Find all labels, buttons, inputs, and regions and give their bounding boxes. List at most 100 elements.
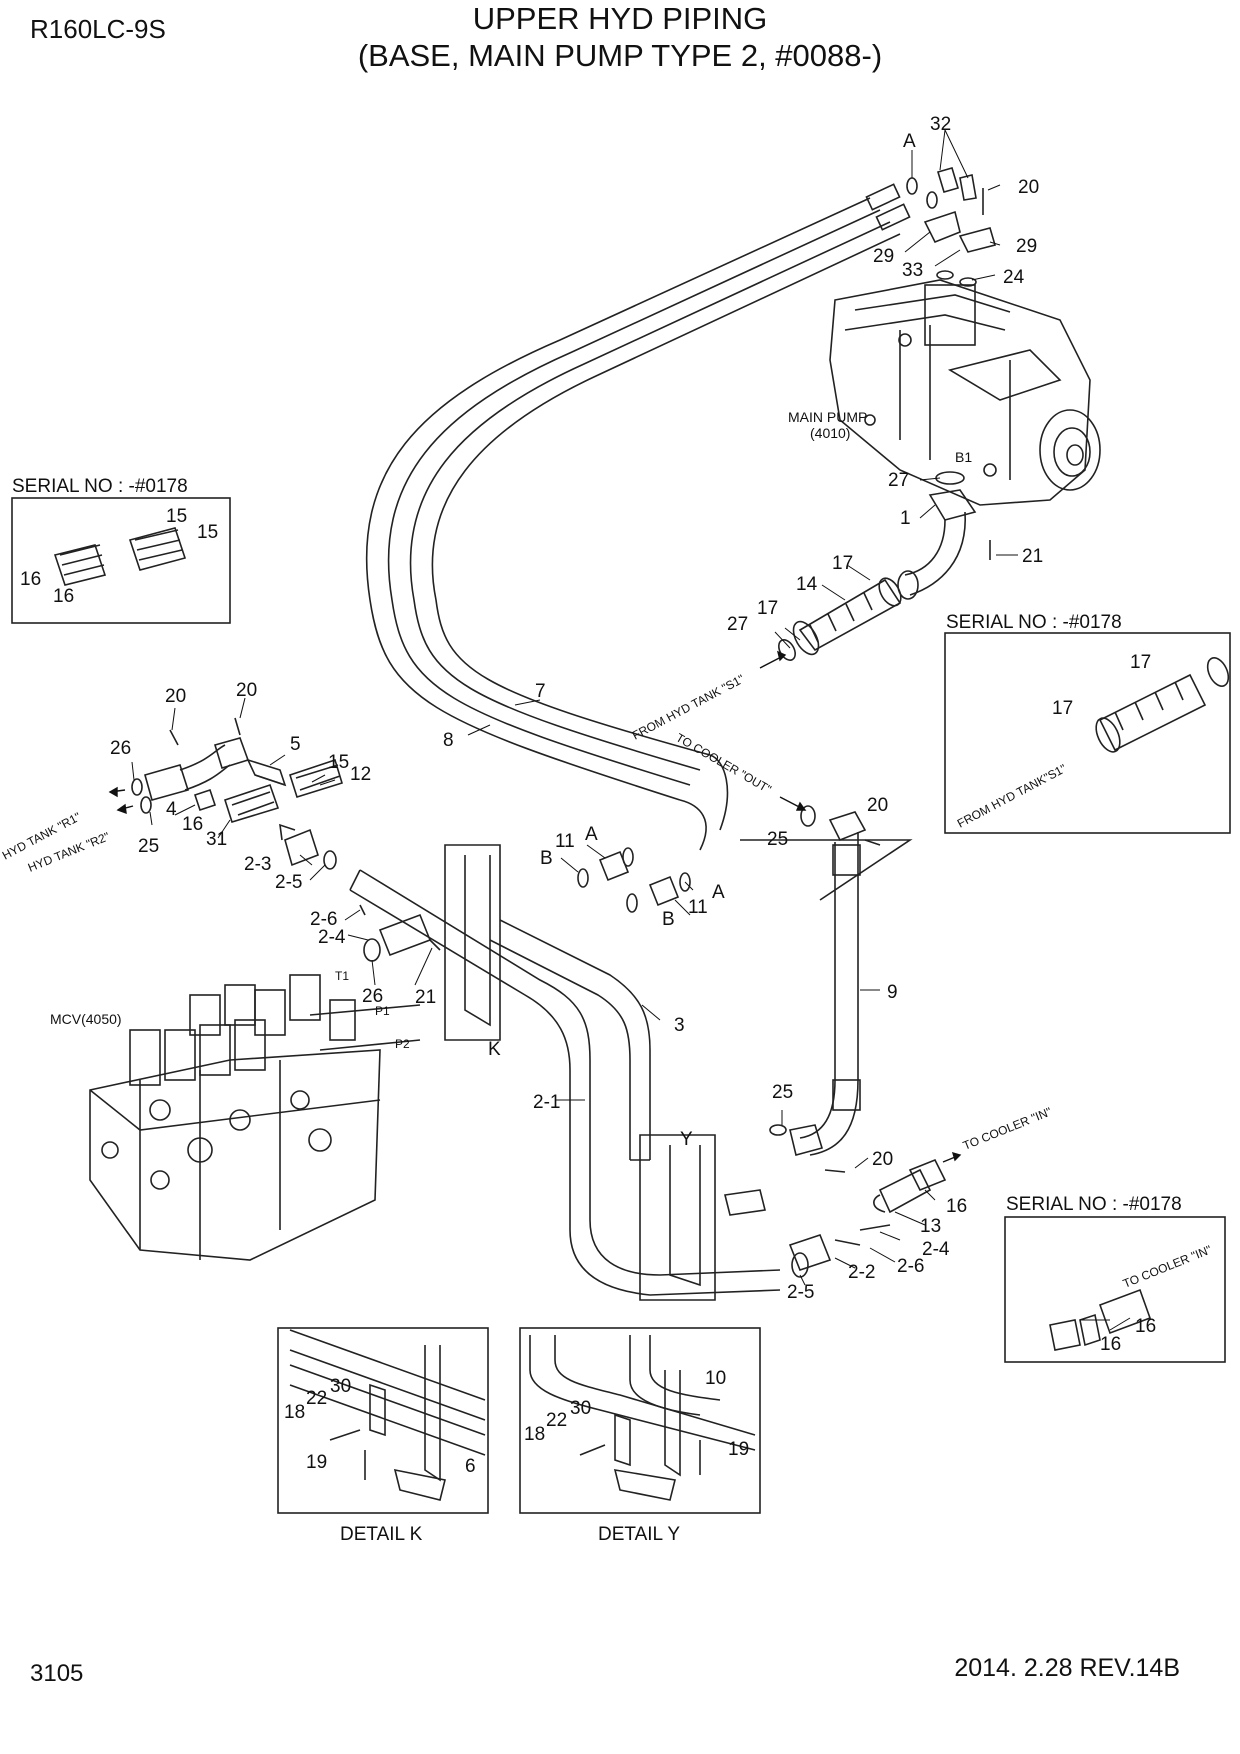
bolt-20 [824,1169,846,1173]
callout: 16 [946,1196,967,1217]
main-pump [829,279,1101,506]
bolt-2-6 [359,904,366,916]
callout: 15 [328,752,349,773]
port-t1: T1 [335,969,349,983]
o-ring-25 [800,805,816,827]
o-ring-26 [131,778,143,796]
callout: 21 [415,987,436,1008]
callout: 7 [535,681,546,702]
diagram-title: UPPER HYD PIPING (BASE, MAIN PUMP TYPE 2… [0,0,1240,74]
pipe-group-left [144,737,343,867]
detail-y-bolt [579,1444,606,1456]
mcv-valve [89,974,381,1261]
elbow-1 [909,511,966,596]
callout: 16 [182,814,203,835]
o-ring-27 [935,471,965,485]
callout: 20 [872,1149,893,1170]
elbow-1-end [897,570,919,600]
tube-2-1-3 [349,869,781,1296]
o-ring-b [577,868,589,888]
detail-callout: 18 [524,1424,545,1445]
callout: 20 [867,795,888,816]
inset-flow-label: TO COOLER "IN" [1121,1242,1214,1290]
o-ring-a [679,872,691,892]
callout: 2-5 [275,872,302,893]
fitting-11 [648,875,680,907]
bolt-21 [429,939,441,951]
bolt-2-6 [834,1239,861,1246]
detail-marker-k: K [488,1039,501,1060]
callout: 8 [443,730,454,751]
detail-k-clamp [369,1383,386,1437]
detail-k-bracket [424,1345,441,1482]
callout: 11 [688,897,708,918]
p2-line [319,1039,421,1051]
inset-hose-17 [1098,673,1207,752]
port-p1: P1 [375,1004,390,1018]
bolt-2-4 [859,1224,891,1231]
bolt-20 [169,729,179,746]
callout: 2-4 [318,927,346,948]
serial-inset-right-heading: SERIAL NO : -#0178 [946,612,1122,633]
bracket-y [639,1134,716,1301]
o-ring-25 [769,1124,787,1136]
callout: 20 [236,680,257,701]
detail-callout: 19 [728,1439,749,1460]
callout: A [712,882,725,903]
callout: 31 [206,829,227,850]
detail-callout: 18 [284,1402,305,1423]
callout: 20 [165,686,186,707]
detail-marker-y: Y [680,1129,693,1150]
p1-line [309,1004,421,1016]
o-ring-26 [363,938,381,962]
flow-label-cooler-out: TO COOLER "OUT" [674,730,774,796]
elbow-1 [904,519,946,576]
serial-inset-left-box [11,497,231,624]
hose-7-8 [365,197,901,851]
callout: 21 [1022,546,1043,567]
callout: 14 [796,574,818,595]
flange-2-4 [378,913,432,957]
serial-inset-bottom-box [1004,1216,1226,1363]
detail-k-pipes [289,1329,486,1456]
bolt-20 [864,839,881,846]
detail-callout: 30 [330,1376,351,1397]
detail-callout: 30 [570,1398,591,1419]
detail-callout: 22 [546,1410,567,1431]
inset-part-15 [128,527,187,571]
callout: 25 [772,1082,793,1103]
serial-inset-right-box [944,632,1231,834]
callout: 2-3 [244,854,271,875]
port-p2: P2 [395,1037,410,1051]
revision-date: 2014. 2.28 REV.14B [954,1654,1180,1682]
detail-callout: 22 [306,1388,327,1409]
callout: 2-6 [897,1256,924,1277]
detail-y-pipe [649,1335,721,1401]
o-ring-a [622,847,634,867]
elbow-32 [937,167,959,193]
callout: 25 [138,836,159,857]
callout: 5 [290,734,301,755]
inset-flange [1049,1319,1081,1351]
callout: 27 [888,470,909,491]
callout: 4 [166,799,177,820]
detail-callout: 6 [465,1456,476,1477]
part-16 [908,1158,947,1192]
detail-k-caption: DETAIL K [340,1524,423,1545]
callout: 11 [555,831,575,852]
inset-part-16 [1079,1313,1101,1347]
flange-2-2 [788,1234,832,1271]
callout: 25 [767,829,788,850]
inset-callout: 15 [166,506,187,527]
callout: 29 [873,246,894,267]
o-ring-24 [959,277,977,287]
inset-part-16 [1098,1288,1152,1335]
detail-y-pipe [529,1335,756,1451]
o-ring-2-5 [791,1252,809,1278]
callout: B [540,848,553,869]
callout: B [662,909,675,930]
callout: 2-5 [787,1282,814,1303]
detail-k-foot [393,1468,446,1501]
detail-k-box [277,1327,489,1514]
model-number: R160LC-9S [30,14,166,44]
